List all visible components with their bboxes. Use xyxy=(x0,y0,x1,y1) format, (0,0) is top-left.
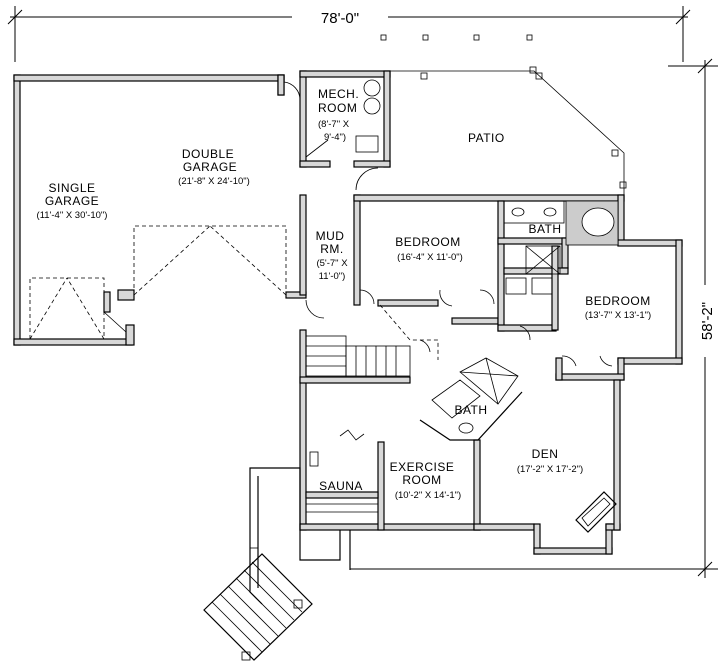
room-bedroom-1: BEDROOM (16'-4" X 11'-0") xyxy=(395,235,463,263)
double-garage-name-2: GARAGE xyxy=(183,160,237,174)
depth-dimension: 58'-2" xyxy=(350,58,718,578)
exercise-room-size: (10'-2" X 14'-1") xyxy=(395,490,461,501)
room-mech: MECH. ROOM (8'-7" X 9'-4") xyxy=(318,87,359,143)
mud-room-name-2: RM. xyxy=(320,242,344,256)
bedroom-2-name: BEDROOM xyxy=(585,294,651,308)
den-name: DEN xyxy=(532,447,559,461)
upper-bath-fixtures xyxy=(503,200,619,295)
mech-room-size-2: 9'-4") xyxy=(324,132,346,143)
door-swings xyxy=(305,289,613,367)
exercise-room-name-1: EXERCISE xyxy=(390,460,455,474)
room-single-garage: SINGLE GARAGE (11'-4" X 30'-10") xyxy=(37,181,108,221)
bedroom-1-size: (16'-4" X 11'-0") xyxy=(397,252,463,263)
patio-outline xyxy=(355,66,627,208)
room-bedroom-2: BEDROOM (13'-7" X 13'-1") xyxy=(585,294,651,321)
width-dimension-label: 78'-0" xyxy=(321,10,359,27)
mech-room-walls xyxy=(283,70,391,168)
lower-bath-fixtures xyxy=(419,357,523,441)
bedroom-2-size: (13'-7" X 13'-1") xyxy=(585,310,651,321)
depth-dimension-label: 58'-2" xyxy=(699,302,716,340)
mud-room-size-1: (5'-7" X xyxy=(316,258,348,269)
mud-room-size-2: 11'-0") xyxy=(319,271,346,282)
double-garage-size: (21'-8" X 24'-10") xyxy=(178,176,250,187)
width-dimension: 78'-0" xyxy=(7,6,691,62)
porch-stairs xyxy=(203,467,351,661)
mech-room-name-1: MECH. xyxy=(318,87,359,101)
room-exercise: EXERCISE ROOM (10'-2" X 14'-1") xyxy=(390,460,462,501)
stairs xyxy=(305,304,439,377)
bath-upper-name: BATH xyxy=(528,222,561,236)
garage-doors xyxy=(29,225,287,340)
mud-room-name-1: MUD xyxy=(316,229,345,243)
single-garage-name-1: SINGLE xyxy=(48,181,95,195)
garage-walls xyxy=(13,74,307,346)
main-walls xyxy=(299,194,683,555)
bedroom-1-name: BEDROOM xyxy=(395,235,461,249)
sauna-name: SAUNA xyxy=(319,479,363,493)
den-size: (17'-2" X 17'-2") xyxy=(517,464,583,475)
double-garage-name-1: DOUBLE xyxy=(182,147,234,161)
den-fireplace xyxy=(575,491,617,533)
mech-room-size-1: (8'-7" X xyxy=(318,119,350,130)
room-double-garage: DOUBLE GARAGE (21'-8" X 24'-10") xyxy=(178,147,250,187)
patio-name: PATIO xyxy=(468,131,505,145)
room-mud: MUD RM. (5'-7" X 11'-0") xyxy=(316,229,349,282)
single-garage-size: (11'-4" X 30'-10") xyxy=(37,210,108,221)
room-den: DEN (17'-2" X 17'-2") xyxy=(517,447,583,475)
deck-posts xyxy=(380,34,533,41)
bath-lower-name: BATH xyxy=(454,403,487,417)
single-garage-name-2: GARAGE xyxy=(45,194,99,208)
mech-room-name-2: ROOM xyxy=(318,101,357,115)
sauna-details xyxy=(306,429,378,513)
exercise-room-name-2: ROOM xyxy=(402,473,441,487)
